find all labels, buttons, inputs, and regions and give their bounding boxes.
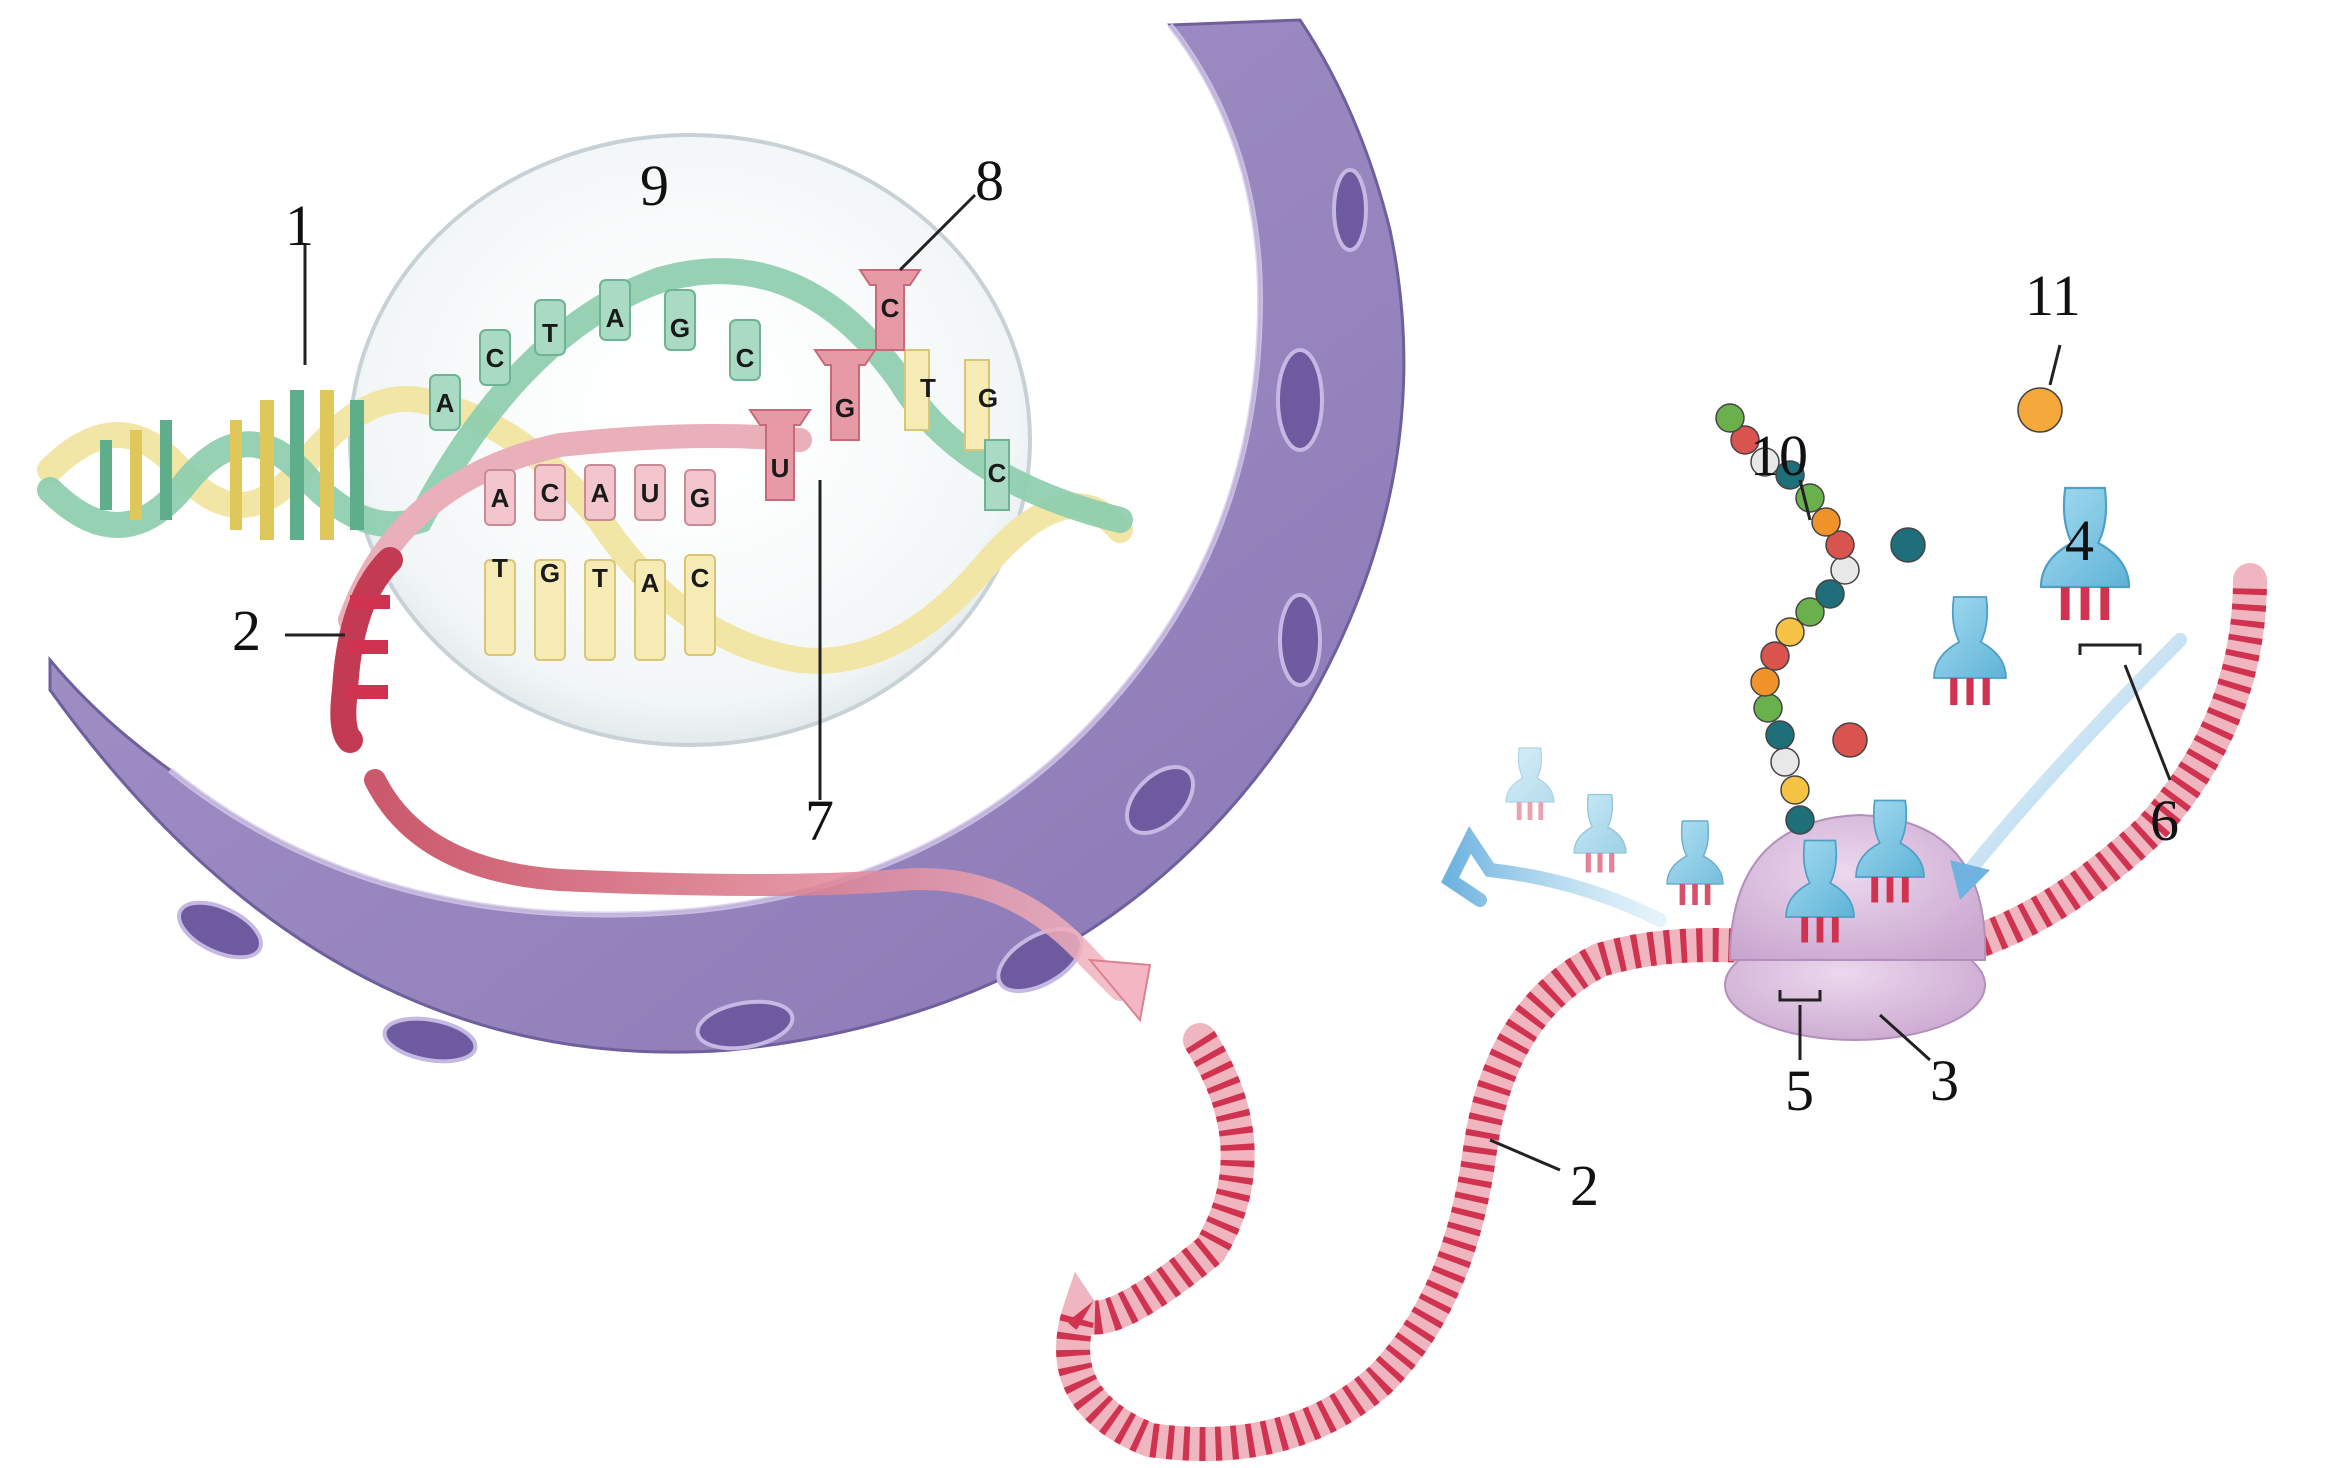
mrna-bases-bubble — [484, 464, 716, 526]
number-labels: 1 2 7 8 9 10 11 4 6 5 3 2 — [232, 148, 2179, 1218]
label-7: 7 — [805, 788, 834, 853]
svg-text:U: U — [771, 453, 790, 483]
label-2-cytoplasm: 2 — [1570, 1153, 1599, 1218]
label-4: 4 — [2065, 508, 2094, 573]
svg-text:G: G — [540, 558, 560, 588]
ribosome — [1724, 813, 1987, 1041]
polypeptide-chain — [1715, 403, 1860, 835]
svg-text:G: G — [690, 483, 710, 513]
svg-text:A: A — [436, 388, 455, 418]
svg-text:T: T — [592, 563, 608, 593]
free-rna-nucleotides — [748, 269, 922, 501]
nuclear-pores — [177, 168, 1368, 1064]
label-6: 6 — [2150, 788, 2179, 853]
free-amino-acids — [1832, 387, 2063, 758]
svg-text:G: G — [978, 383, 998, 413]
svg-text:G: G — [670, 313, 690, 343]
mrna-exiting-nucleus — [330, 547, 1152, 1023]
svg-text:T: T — [542, 318, 558, 348]
dna-base-pairs-left — [100, 390, 364, 540]
label-10: 10 — [1750, 423, 1808, 488]
svg-text:A: A — [591, 478, 610, 508]
template-strand-bases — [429, 279, 761, 431]
label-11: 11 — [2025, 263, 2081, 328]
svg-text:C: C — [881, 293, 900, 323]
label-9: 9 — [640, 153, 669, 218]
dna-coding-bases — [484, 554, 716, 661]
svg-text:A: A — [641, 568, 660, 598]
svg-text:T: T — [492, 553, 508, 583]
svg-text:G: G — [835, 393, 855, 423]
svg-text:T: T — [920, 373, 936, 403]
leader-lines — [285, 193, 2172, 1172]
label-1: 1 — [285, 193, 314, 258]
svg-text:U: U — [641, 478, 660, 508]
svg-text:C: C — [988, 458, 1007, 488]
label-8: 8 — [975, 148, 1004, 213]
label-3: 3 — [1930, 1048, 1959, 1113]
svg-text:C: C — [736, 343, 755, 373]
label-2-nucleus: 2 — [232, 598, 261, 663]
trna-molecules — [1505, 486, 2131, 944]
svg-text:C: C — [486, 343, 505, 373]
dna-base-pairs-right — [904, 349, 1010, 511]
cytoplasmic-mrna — [1056, 563, 2267, 1461]
label-5: 5 — [1785, 1058, 1814, 1123]
svg-text:C: C — [691, 563, 710, 593]
nuclear-envelope — [48, 18, 1406, 1064]
svg-text:A: A — [606, 303, 625, 333]
svg-text:A: A — [491, 483, 510, 513]
base-letters: A C T A G C A C A U G T G T A C U G C T … — [436, 293, 1007, 598]
dna-double-helix — [37, 258, 1133, 674]
svg-text:C: C — [541, 478, 560, 508]
trna-flow-arrows — [1440, 633, 2187, 927]
